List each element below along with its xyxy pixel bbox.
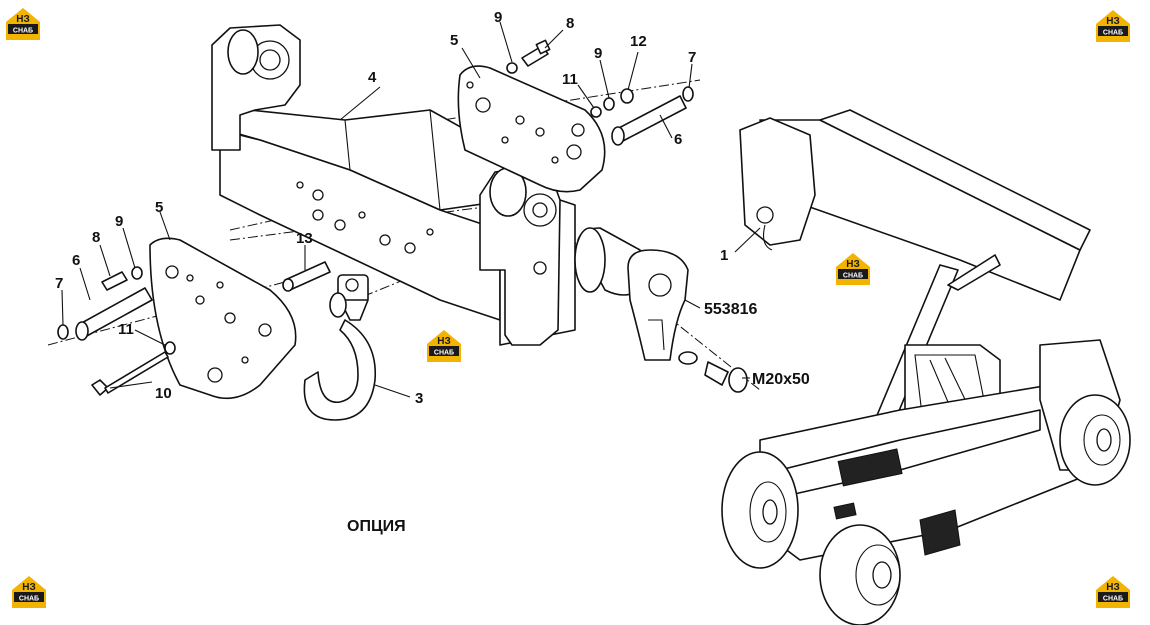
label-5-lower: 5 xyxy=(155,199,163,216)
label-9-upper: 9 xyxy=(494,9,502,26)
logo-brand-bottom: СНАБ xyxy=(1103,596,1123,603)
watermark-logo-top-right: НЗ СНАБ xyxy=(1096,10,1130,42)
side-plate-upper-part-5 xyxy=(457,65,606,193)
label-11-lower: 11 xyxy=(118,321,134,338)
label-9-mid: 9 xyxy=(594,45,602,62)
side-plate-lower-part-5 xyxy=(149,237,297,400)
bolt-part-10 xyxy=(91,351,169,396)
logo-brand-bottom: СНАБ xyxy=(1103,30,1123,37)
label-8-upper: 8 xyxy=(566,15,574,32)
label-10: 10 xyxy=(155,385,172,402)
pin-upper-part-6 xyxy=(611,95,687,146)
wheel-front-right xyxy=(819,524,901,625)
bolt-upper-part-8 xyxy=(521,39,551,67)
label-12: 12 xyxy=(630,33,647,50)
label-8-lower: 8 xyxy=(92,229,100,246)
logo-brand-top: НЗ xyxy=(22,582,36,593)
logo-brand-bottom: СНАБ xyxy=(434,350,454,357)
logo-brand-bottom: СНАБ xyxy=(19,596,39,603)
label-part-number: 553816 xyxy=(704,301,757,318)
label-6-upper: 6 xyxy=(674,131,682,148)
label-11-upper: 11 xyxy=(562,71,578,88)
watermark-logo-mid-right: НЗ СНАБ xyxy=(836,253,870,285)
label-9-lower: 9 xyxy=(115,213,123,230)
watermark-logo-bottom-right: НЗ СНАБ xyxy=(1096,576,1130,608)
swivel-eye-part-553816 xyxy=(574,227,698,365)
logo-brand-top: НЗ xyxy=(437,336,451,347)
leader-lines xyxy=(61,21,761,398)
hook-part-3 xyxy=(303,274,377,421)
logo-brand-top: НЗ xyxy=(1106,16,1120,27)
watermark-logo-top-left: НЗ СНАБ xyxy=(6,8,40,40)
pin-part-13 xyxy=(282,261,331,292)
caption-option: ОПЦИЯ xyxy=(347,518,406,535)
bolt-m20x50 xyxy=(704,361,748,393)
bolt-lower-part-8 xyxy=(101,271,128,291)
pin-lower-part-6 xyxy=(75,287,153,341)
label-bolt-size: M20x50 xyxy=(752,371,810,388)
part-labels: 4 5 9 8 9 12 7 11 6 5 8 9 6 7 11 10 13 3… xyxy=(55,9,810,535)
reach-stacker-vehicle xyxy=(721,109,1131,625)
label-1: 1 xyxy=(720,247,728,264)
label-3: 3 xyxy=(415,390,423,407)
label-13: 13 xyxy=(296,230,313,247)
watermark-logo-bottom-left: НЗ СНАБ xyxy=(12,576,46,608)
wheel-front-left xyxy=(721,451,799,569)
watermark-logo-mid-left: НЗ СНАБ xyxy=(427,330,461,362)
label-7-lower: 7 xyxy=(55,275,63,292)
wheel-rear xyxy=(1059,394,1131,486)
logo-brand-top: НЗ xyxy=(16,14,30,25)
logo-brand-top: НЗ xyxy=(1106,582,1120,593)
logo-brand-bottom: СНАБ xyxy=(843,273,863,280)
label-7-upper: 7 xyxy=(688,49,696,66)
logo-brand-top: НЗ xyxy=(846,259,860,270)
label-5-upper: 5 xyxy=(450,32,458,49)
washers xyxy=(57,62,694,355)
label-6-lower: 6 xyxy=(72,252,80,269)
label-4: 4 xyxy=(368,69,377,86)
logo-brand-bottom: СНАБ xyxy=(13,28,33,35)
